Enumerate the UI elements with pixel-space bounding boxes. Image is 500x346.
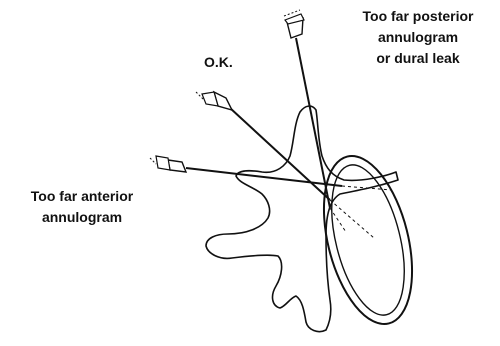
needle-icon — [284, 10, 346, 232]
label-line: Too far posterior — [338, 6, 498, 27]
label-ok: O.K. — [204, 52, 254, 73]
label-line: or dural leak — [338, 48, 498, 69]
needle-icon — [150, 156, 392, 190]
label-line: Too far anterior — [2, 186, 162, 207]
label-too-far-anterior: Too far anterior annulogram — [2, 186, 162, 228]
label-line: annulogram — [2, 207, 162, 228]
label-too-far-posterior: Too far posterior annulogram or dural le… — [338, 6, 498, 69]
disc-annulus-icon — [308, 147, 427, 333]
label-line: annulogram — [338, 27, 498, 48]
vertebra-icon — [206, 106, 398, 332]
